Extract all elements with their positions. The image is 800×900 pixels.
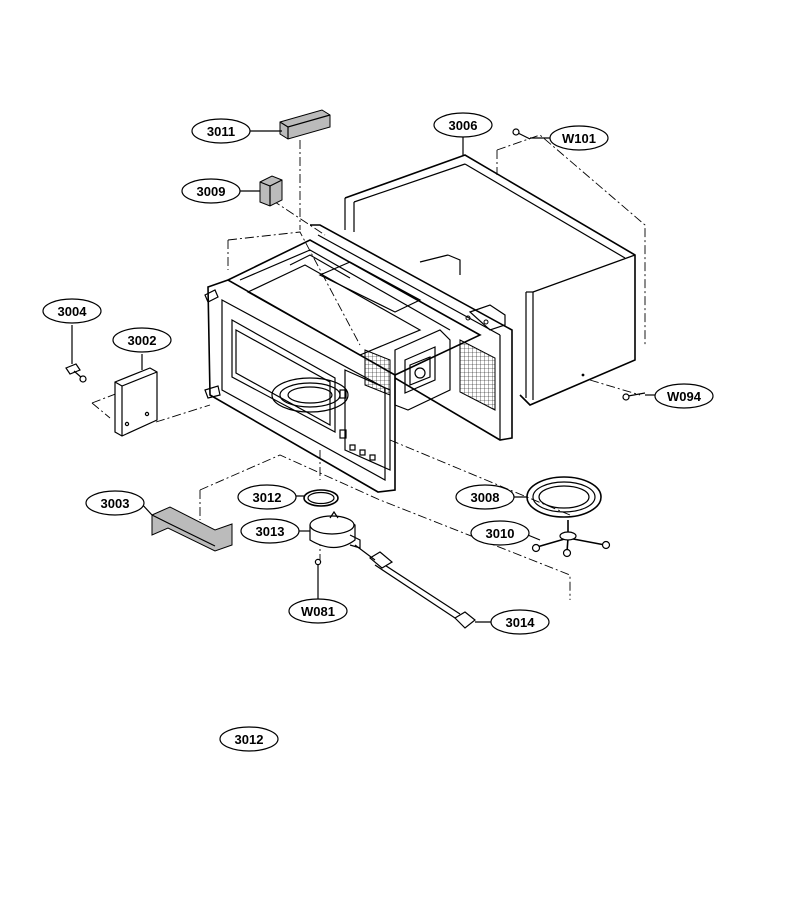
part-3013-motor	[309, 510, 361, 549]
svg-text:3014: 3014	[506, 615, 536, 630]
part-3003-foam	[151, 506, 233, 552]
label-3012-bottom: 3012	[219, 726, 279, 752]
svg-text:3004: 3004	[58, 304, 88, 319]
label-3012-top: 3012	[237, 484, 297, 510]
part-3009-block	[259, 175, 283, 207]
svg-text:3008: 3008	[471, 490, 500, 505]
part-W094-screw	[622, 392, 646, 401]
part-3008-glass-tray	[526, 476, 602, 518]
svg-text:3012: 3012	[235, 732, 264, 747]
part-3012-ring	[303, 489, 339, 507]
svg-text:W081: W081	[301, 604, 335, 619]
part-labels: 3011 3006 W101 3009 3004 3002 W094 3003	[42, 112, 714, 752]
label-3006: 3006	[433, 112, 493, 138]
svg-text:3006: 3006	[449, 118, 478, 133]
svg-text:3003: 3003	[101, 496, 130, 511]
part-W101-screw	[512, 128, 531, 140]
svg-text:3012: 3012	[253, 490, 282, 505]
svg-text:3010: 3010	[486, 526, 515, 541]
svg-text:W094: W094	[667, 389, 702, 404]
part-3010-roller	[531, 520, 611, 558]
guide-lines	[91, 134, 646, 600]
label-3010: 3010	[470, 520, 530, 546]
label-W101: W101	[549, 125, 609, 151]
label-3003: 3003	[85, 490, 145, 516]
part-3004-fastener	[65, 363, 87, 383]
label-3011: 3011	[191, 118, 251, 144]
svg-text:3011: 3011	[207, 124, 235, 139]
label-3008: 3008	[455, 484, 515, 510]
svg-text:3013: 3013	[256, 524, 285, 539]
svg-text:3009: 3009	[197, 184, 226, 199]
leader-lines	[71, 130, 657, 623]
label-3014: 3014	[490, 609, 550, 635]
part-3002-plate	[114, 367, 158, 437]
oven-chassis	[204, 224, 513, 493]
outer-cabinet	[344, 154, 636, 406]
label-3009: 3009	[181, 178, 241, 204]
svg-text:W101: W101	[562, 131, 596, 146]
label-W081: W081	[288, 598, 348, 624]
part-W081-screw	[314, 558, 322, 575]
part-3011-strip	[279, 109, 331, 140]
label-3002: 3002	[112, 327, 172, 353]
label-W094: W094	[654, 383, 714, 409]
label-3013: 3013	[240, 518, 300, 544]
label-3004: 3004	[42, 298, 102, 324]
svg-text:3002: 3002	[128, 333, 157, 348]
part-3014-harness	[354, 544, 476, 629]
